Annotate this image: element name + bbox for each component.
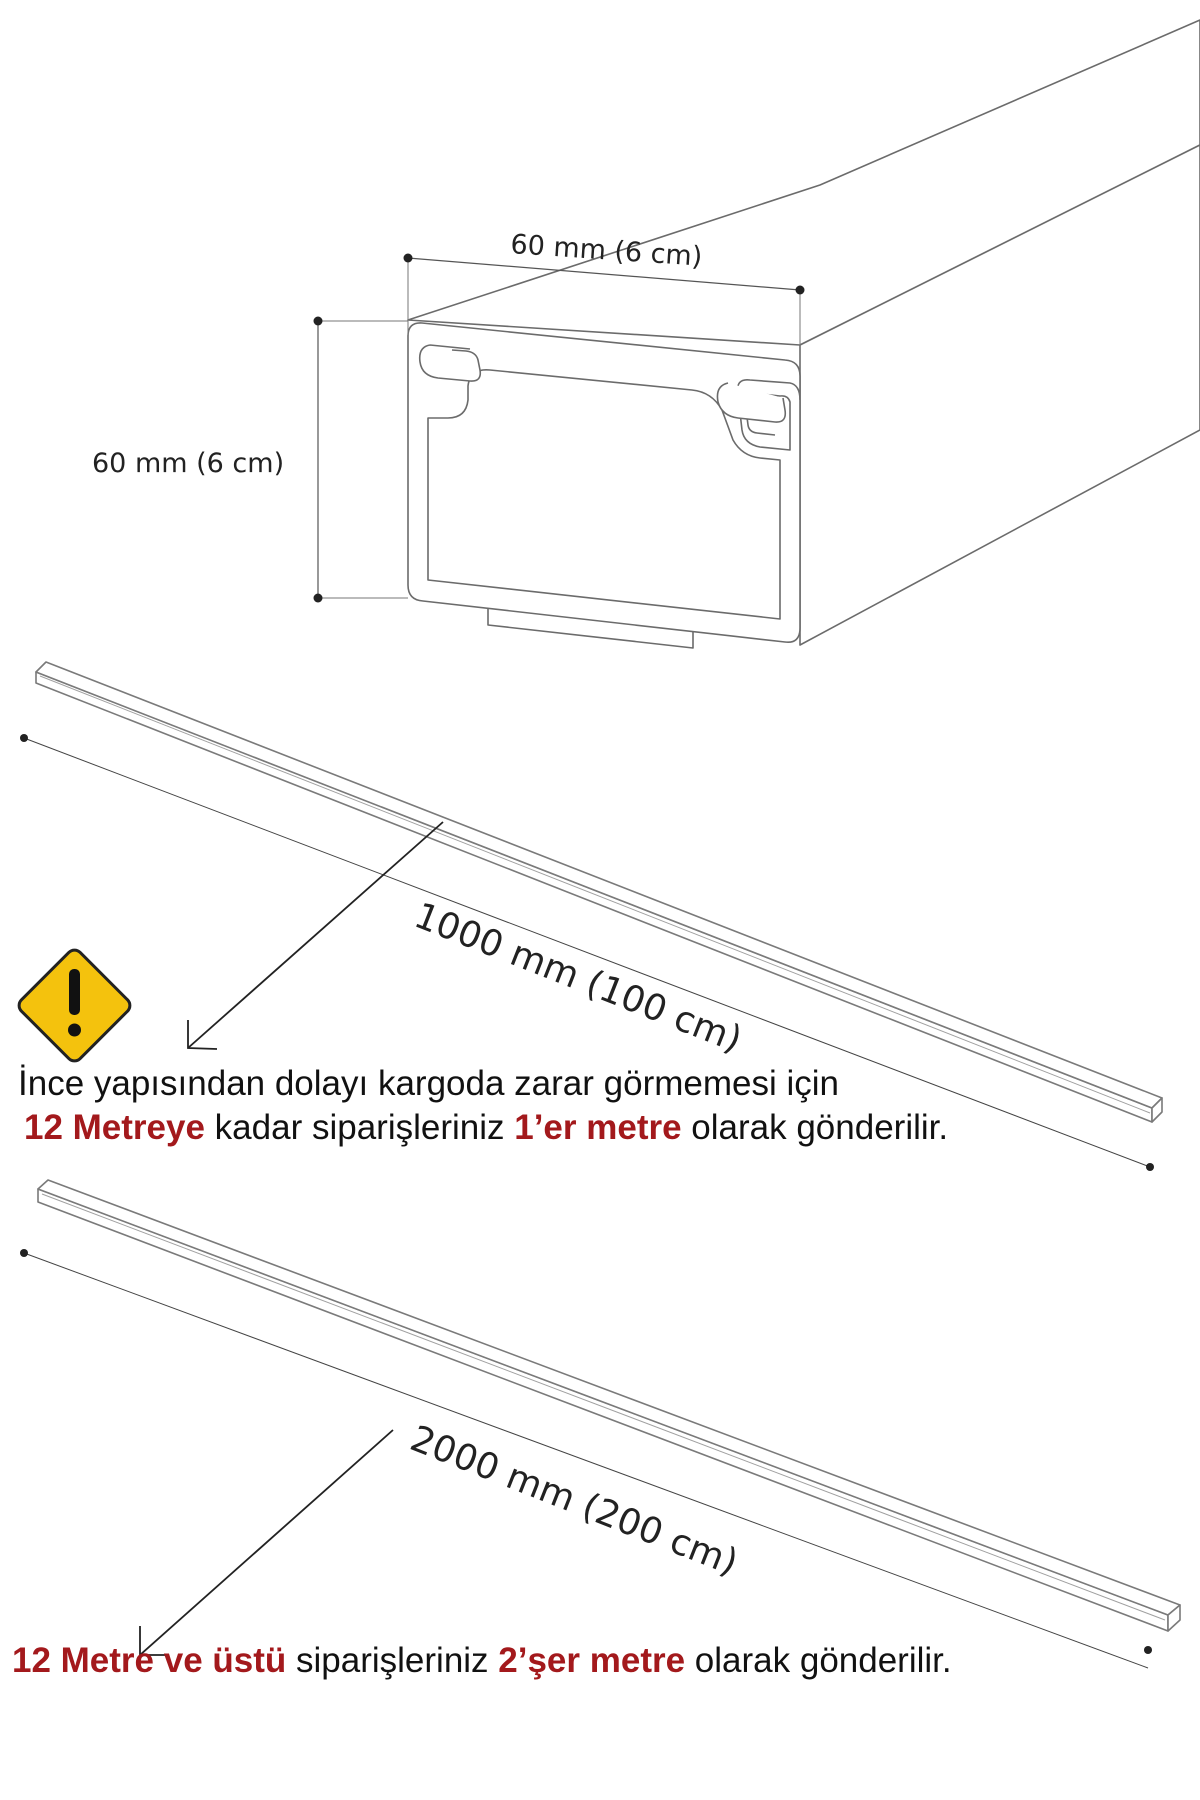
duct-rod-2000mm: [37, 1179, 1181, 1632]
highlight-1er-metre: 1’er metre: [514, 1108, 682, 1147]
length-2-dimension: [20, 1249, 1152, 1669]
length-1-dimension: [20, 734, 1154, 1171]
warning-line-2-text-a: kadar siparişleriniz: [204, 1108, 515, 1147]
highlight-2ser-metre: 2’şer metre: [498, 1641, 686, 1680]
warning-line-2-text-b: olarak gönderilir.: [681, 1108, 949, 1147]
height-dimension: [313, 316, 408, 603]
shipping-note-2: 12 Metre ve üstü siparişleriniz 2’şer me…: [12, 1641, 952, 1681]
duct-inner-cavity: [427, 369, 781, 620]
height-dimension-label: 60 mm (6 cm): [92, 448, 284, 479]
duct-top-face: [407, 19, 1200, 346]
warning-text-line-2: 12 Metreye kadar siparişleriniz 1’er met…: [24, 1108, 948, 1148]
duct-isometric-view: [407, 19, 1200, 649]
highlight-12-metre-ve-ustu: 12 Metre ve üstü: [12, 1641, 287, 1680]
width-dimension: [403, 253, 805, 345]
highlight-12-metreye: 12 Metreye: [24, 1108, 205, 1147]
duct-rod-1000mm: [35, 661, 1163, 1123]
note-2-text-b: olarak gönderilir.: [685, 1641, 952, 1680]
warning-exclamation-icon: [17, 948, 132, 1063]
warning-line-1: İnce yapısından dolayı kargoda zarar gör…: [18, 1064, 839, 1103]
warning-text-line-1: İnce yapısından dolayı kargoda zarar gör…: [18, 1064, 839, 1104]
note-2-text-a: siparişleriniz: [286, 1641, 499, 1680]
duct-right-hook: [716, 382, 787, 423]
duct-left-hook: [418, 344, 482, 382]
